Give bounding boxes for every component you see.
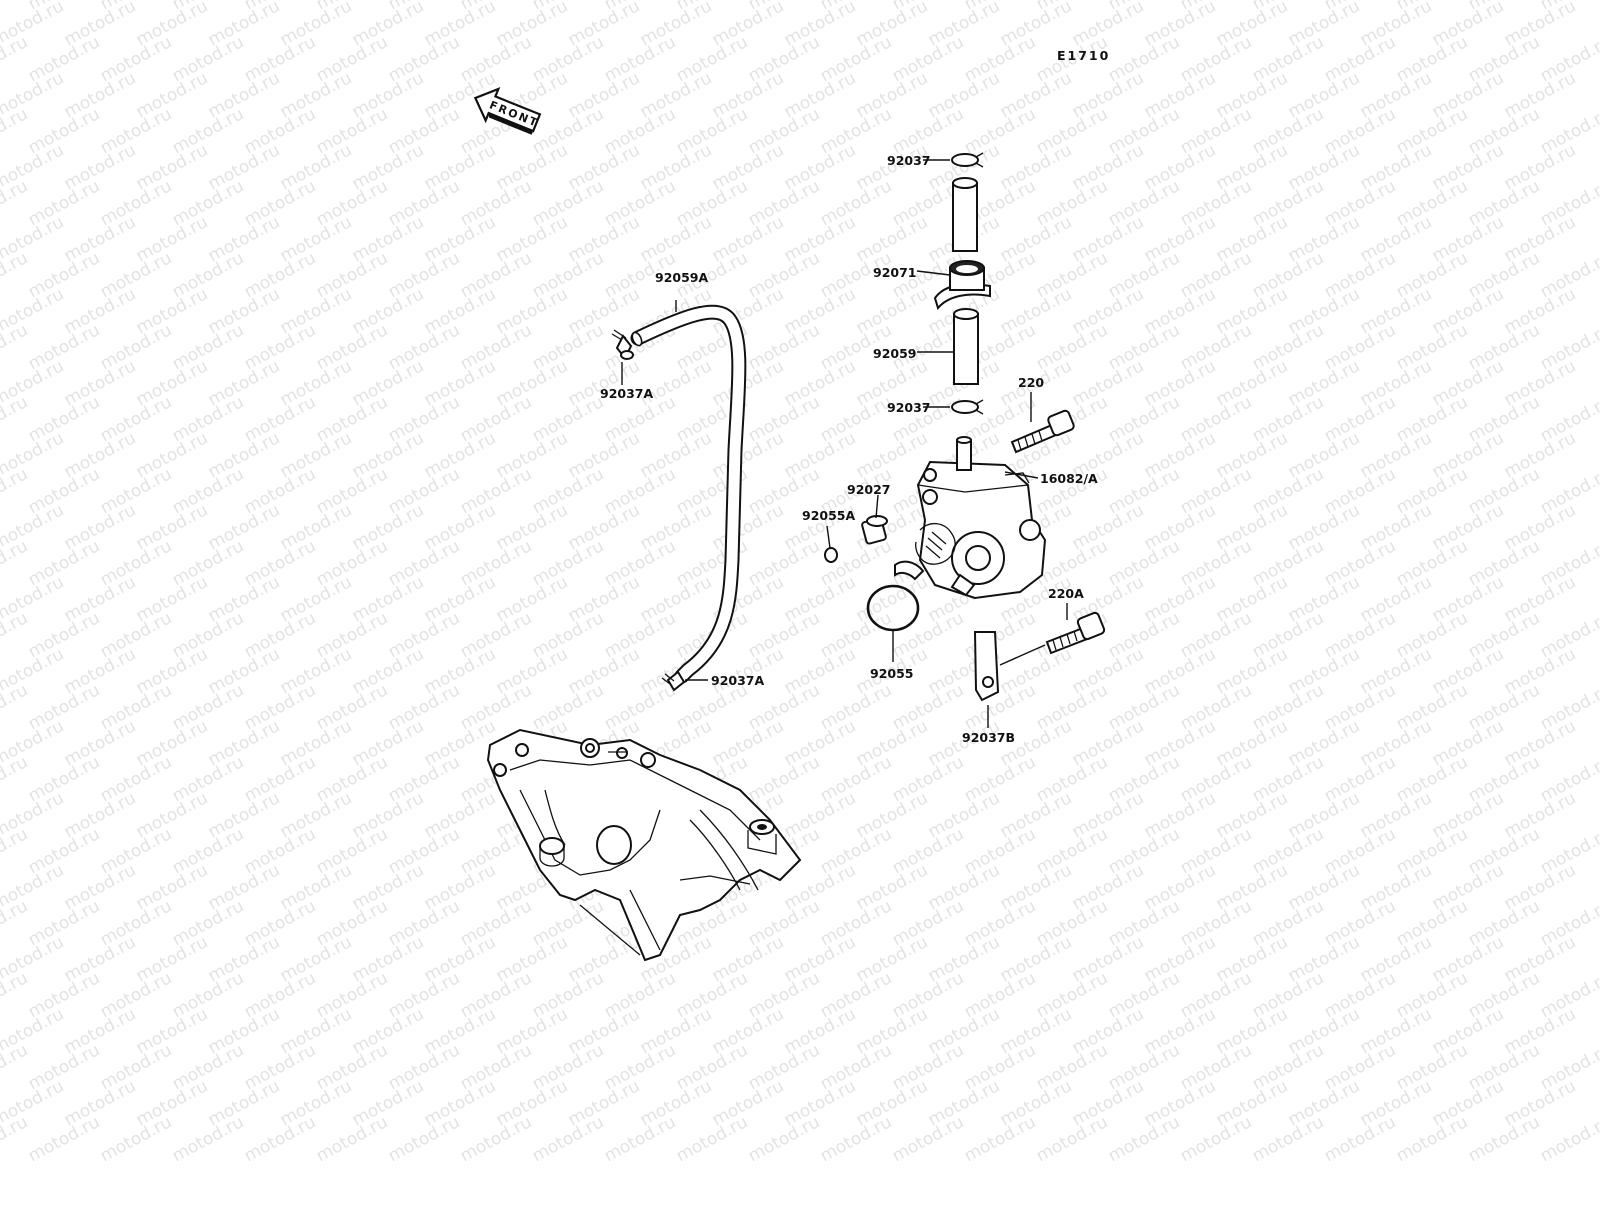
watermark-text: motod.ru [0,392,31,446]
label-16082-a: 16082/A [1040,471,1098,486]
o-ring-small [824,547,838,563]
watermark-text: motod.ru [0,536,31,590]
watermark-text: motod.ru [0,248,31,302]
clamp-icon [661,670,686,692]
watermark-text: motod.ru [0,464,31,518]
label-92037a-upper: 92037A [600,386,653,401]
watermark-text: motod.ru [0,32,31,86]
watermark-text: motod.ru [0,1112,31,1166]
label-92037-top: 92037 [887,153,931,168]
label-92055a: 92055A [802,508,855,523]
clamp-icon [951,153,979,167]
hose-short [953,308,979,385]
watermark-text: motod.ru [0,608,31,662]
label-92037b: 92037B [962,730,1015,745]
collar-icon [861,515,888,545]
watermark-text: motod.ru [0,824,31,878]
watermark-text: motod.ru [0,896,31,950]
long-hose [630,304,747,684]
watermark-text: motod.ru [0,176,31,230]
clamp-icon [951,400,979,414]
engine-case [486,728,802,962]
watermark-text: motod.ru [0,968,31,1022]
label-92037-mid: 92037 [887,400,931,415]
label-92059: 92059 [873,346,917,361]
label-92071: 92071 [873,265,917,280]
diagram-code: E1710 [1057,48,1110,63]
label-220a: 220A [1048,586,1084,601]
watermark-text: motod.ru [1537,1112,1600,1166]
watermark-layer: motod.ru motod.ru motod.ru motod.ru motod.ru… [0,0,1600,1166]
label-92055: 92055 [870,666,914,681]
oil-pump [894,436,1047,600]
bracket-icon [973,631,1000,702]
leader-lines [621,159,1068,728]
hose-upper [952,177,978,252]
clamp-icon [611,329,634,360]
label-92037a-lower: 92037A [711,673,764,688]
label-220: 220 [1018,375,1044,390]
watermark-text: motod.ru [0,320,31,374]
label-92059a: 92059A [655,270,708,285]
bolt-icon [1045,611,1106,655]
watermark-text: motod.ru [0,1040,31,1094]
watermark-text: motod.ru [0,680,31,734]
label-92027: 92027 [847,482,891,497]
watermark-text: motod.ru [0,752,31,806]
joint-fitting [933,260,991,311]
watermark-text: motod.ru [0,104,31,158]
bolt-icon [1010,409,1075,454]
